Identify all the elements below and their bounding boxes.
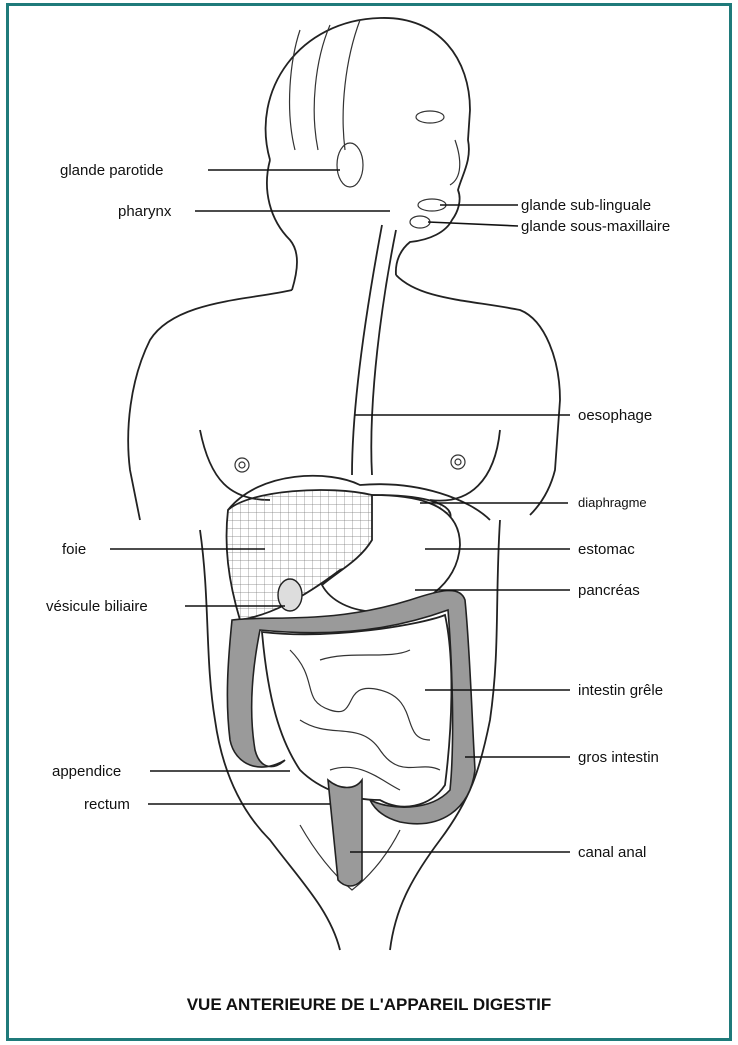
label-pharynx: pharynx [118, 203, 172, 220]
submaxillary-gland-shape [410, 216, 430, 228]
label-pancreas: pancréas [578, 582, 640, 599]
label-glande-parotide: glande parotide [60, 162, 163, 179]
label-glande-sous-maxillaire: glande sous-maxillaire [521, 218, 670, 235]
head-outline [266, 18, 470, 290]
small-intestine-shape [262, 615, 451, 807]
oesophagus-shape [352, 225, 396, 475]
label-rectum: rectum [84, 796, 130, 813]
label-intestin-grele: intestin grêle [578, 682, 663, 699]
parotid-gland-shape [337, 143, 363, 187]
label-gros-intestin: gros intestin [578, 749, 659, 766]
label-oesophage: oesophage [578, 407, 652, 424]
rectum-shape [328, 780, 362, 886]
label-foie: foie [62, 541, 86, 558]
label-vesicule-biliaire: vésicule biliaire [46, 598, 148, 615]
label-appendice: appendice [52, 763, 121, 780]
label-canal-anal: canal anal [578, 844, 646, 861]
label-estomac: estomac [578, 541, 635, 558]
label-diaphragme: diaphragme [578, 495, 647, 510]
diagram-title: VUE ANTERIEURE DE L'APPAREIL DIGESTIF [187, 995, 552, 1014]
label-glande-sub-linguale: glande sub-linguale [521, 197, 651, 214]
